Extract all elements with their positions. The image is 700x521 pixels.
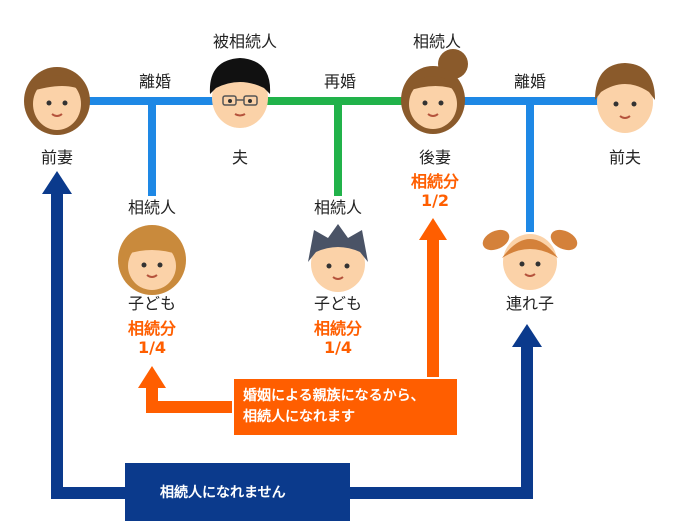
child2-avatar — [308, 224, 368, 292]
ex-wife-name: 前妻 — [40, 148, 74, 167]
relation-divorce-left: 離婚 — [138, 72, 172, 91]
in-law-note-text-line2: 相続人になれます — [243, 409, 355, 425]
husband-role: 被相続人 — [212, 32, 278, 51]
husband-name: 夫 — [231, 148, 249, 167]
in-law-note-box — [232, 377, 459, 437]
child1-avatar — [118, 225, 186, 295]
navy-arrowhead-ex-wife — [42, 171, 72, 194]
husband-avatar — [209, 58, 271, 128]
child1-role: 相続人 — [127, 198, 177, 217]
child2-share-value: 1/4 — [323, 338, 353, 357]
ex-wife-avatar — [24, 67, 90, 135]
child1-name: 子ども — [127, 294, 177, 313]
wife-share-label: 相続分 — [410, 172, 460, 191]
wife-share-value: 1/2 — [420, 191, 450, 210]
not-heir-text: 相続人になれません — [160, 485, 286, 501]
wife-role: 相続人 — [412, 32, 462, 51]
orange-arrowhead-wife — [419, 218, 447, 240]
not-heir-box — [125, 463, 350, 521]
wife-avatar — [401, 49, 468, 134]
stepchild-avatar — [482, 229, 578, 290]
relation-remarriage: 再婚 — [323, 72, 357, 91]
navy-arrow-path — [51, 185, 533, 499]
navy-arrowhead-stepchild — [512, 324, 542, 347]
wife-name: 後妻 — [418, 148, 452, 167]
child2-name: 子ども — [313, 294, 363, 313]
child2-share-label: 相続分 — [313, 319, 363, 338]
child2-role: 相続人 — [313, 198, 363, 217]
ex-husband-name: 前夫 — [608, 148, 642, 167]
ex-husband-avatar — [595, 63, 655, 133]
child1-share-value: 1/4 — [137, 338, 167, 357]
stepchild-name: 連れ子 — [505, 294, 555, 313]
child1-share-label: 相続分 — [127, 319, 177, 338]
not-heir-arrows — [42, 171, 542, 499]
orange-arrowhead-child1 — [138, 366, 166, 388]
relation-divorce-right: 離婚 — [513, 72, 547, 91]
in-law-note-text-line1: 婚姻による親族になるから、 — [243, 388, 425, 404]
